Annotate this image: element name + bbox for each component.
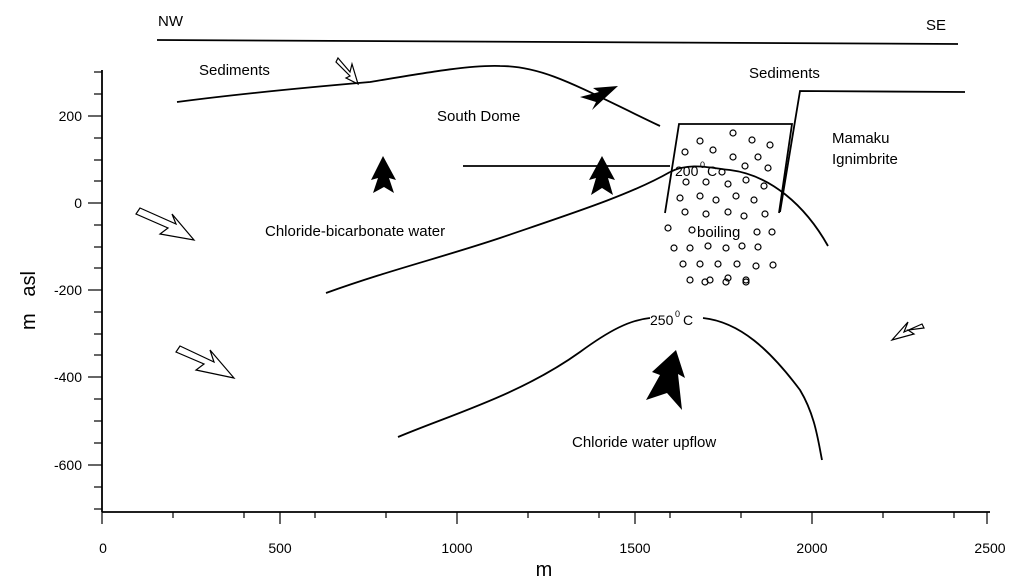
upflow-arrow-dome: [580, 86, 618, 110]
upflow-arrow-big: [646, 350, 685, 410]
svg-text:0: 0: [675, 309, 680, 319]
isotherm-200: [669, 165, 829, 247]
x-ticks: [101, 512, 988, 524]
label-chloride-bicarbonate: Chloride-bicarbonate water: [265, 223, 445, 240]
label-mamaku: Mamaku: [832, 130, 890, 147]
svg-text:0: 0: [700, 160, 705, 170]
label-south-dome: South Dome: [437, 108, 520, 125]
label-boiling: boiling: [697, 224, 740, 241]
x-axis-title: m: [536, 559, 553, 579]
upflow-arrow-left: [371, 156, 396, 193]
chloride-bicarbonate-base: [325, 171, 671, 294]
x-tick-0: 0: [99, 540, 107, 556]
inflow-arrow-left-upper: [135, 207, 196, 241]
inflow-arrow-right: [890, 321, 925, 342]
upflow-arrow-mid: [589, 156, 615, 195]
y-tick-neg400: -400: [54, 369, 82, 385]
svg-text:250: 250: [650, 312, 674, 328]
y-tick-neg600: -600: [54, 457, 82, 473]
svg-text:C: C: [683, 312, 693, 328]
y-tick-neg200: -200: [54, 282, 82, 298]
y-axis-title: m asl: [18, 271, 40, 330]
boiling-zone-box: [664, 123, 794, 214]
label-sediments-left: Sediments: [199, 62, 270, 79]
isotherm-250-right: [702, 317, 823, 461]
x-tick-1500: 1500: [619, 540, 650, 556]
isotherm-200-label: 200 0 C: [675, 160, 717, 179]
sediments-base-right: [779, 90, 966, 213]
y-tick-200: 200: [59, 108, 83, 124]
inflow-arrow-top: [335, 56, 359, 86]
svg-text:C: C: [707, 163, 717, 179]
x-tick-2000: 2000: [796, 540, 827, 556]
x-tick-1000: 1000: [441, 540, 472, 556]
x-tick-2500: 2500: [974, 540, 1005, 556]
label-ignimbrite: Ignimbrite: [832, 151, 898, 168]
y-ticks: [88, 71, 102, 510]
se-label: SE: [926, 17, 946, 34]
label-sediments-right: Sediments: [749, 65, 820, 82]
nw-label: NW: [158, 13, 184, 30]
sediments-base-left: [176, 65, 661, 127]
svg-text:200: 200: [675, 163, 699, 179]
boiling-bubbles: [664, 129, 777, 286]
y-tick-0: 0: [74, 195, 82, 211]
isotherm-250: [397, 317, 651, 438]
section-line: [156, 39, 959, 45]
x-tick-500: 500: [268, 540, 292, 556]
isotherm-250-label: 250 0 C: [650, 309, 693, 328]
inflow-arrow-left-lower: [175, 345, 236, 379]
label-chloride-upflow: Chloride water upflow: [572, 434, 716, 451]
